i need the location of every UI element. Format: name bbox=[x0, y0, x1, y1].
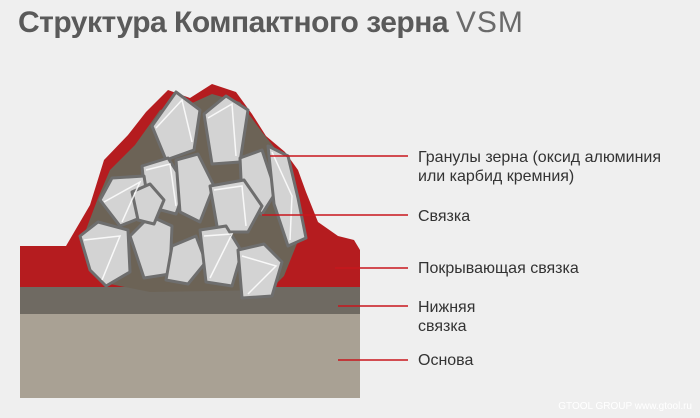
title-main: Структура Компактного зерна bbox=[18, 6, 449, 39]
diagram-title: Структура Компактного зерна VSM bbox=[18, 6, 524, 40]
leader-lines bbox=[262, 155, 408, 361]
granules bbox=[78, 90, 308, 300]
label-granules: Гранулы зерна (оксид алюминия или карбид… bbox=[418, 148, 661, 186]
footer-credit: GTOOL GROUP www.gtool.ru bbox=[558, 401, 692, 412]
granule bbox=[208, 178, 264, 234]
granule bbox=[164, 234, 208, 286]
granule bbox=[150, 90, 202, 162]
title-brand: VSM bbox=[455, 6, 524, 39]
granule-facets bbox=[83, 98, 293, 295]
label-coating-bond: Покрывающая связка bbox=[418, 260, 579, 277]
label-lower-bond-line2: связка bbox=[418, 318, 467, 335]
label-granules-line1: Гранулы зерна (оксид алюминия bbox=[418, 149, 662, 166]
label-lower-bond: Нижняя связка bbox=[418, 298, 475, 336]
granule bbox=[78, 220, 132, 288]
granule bbox=[174, 152, 216, 224]
label-lower-bond-line1: Нижняя bbox=[418, 299, 476, 316]
granule bbox=[202, 94, 250, 166]
label-granules-line2: или карбид кремния) bbox=[418, 168, 575, 185]
label-bond: Связка bbox=[418, 208, 471, 225]
label-base: Основа bbox=[418, 352, 474, 369]
granule bbox=[130, 182, 166, 226]
base-layer bbox=[20, 313, 360, 398]
